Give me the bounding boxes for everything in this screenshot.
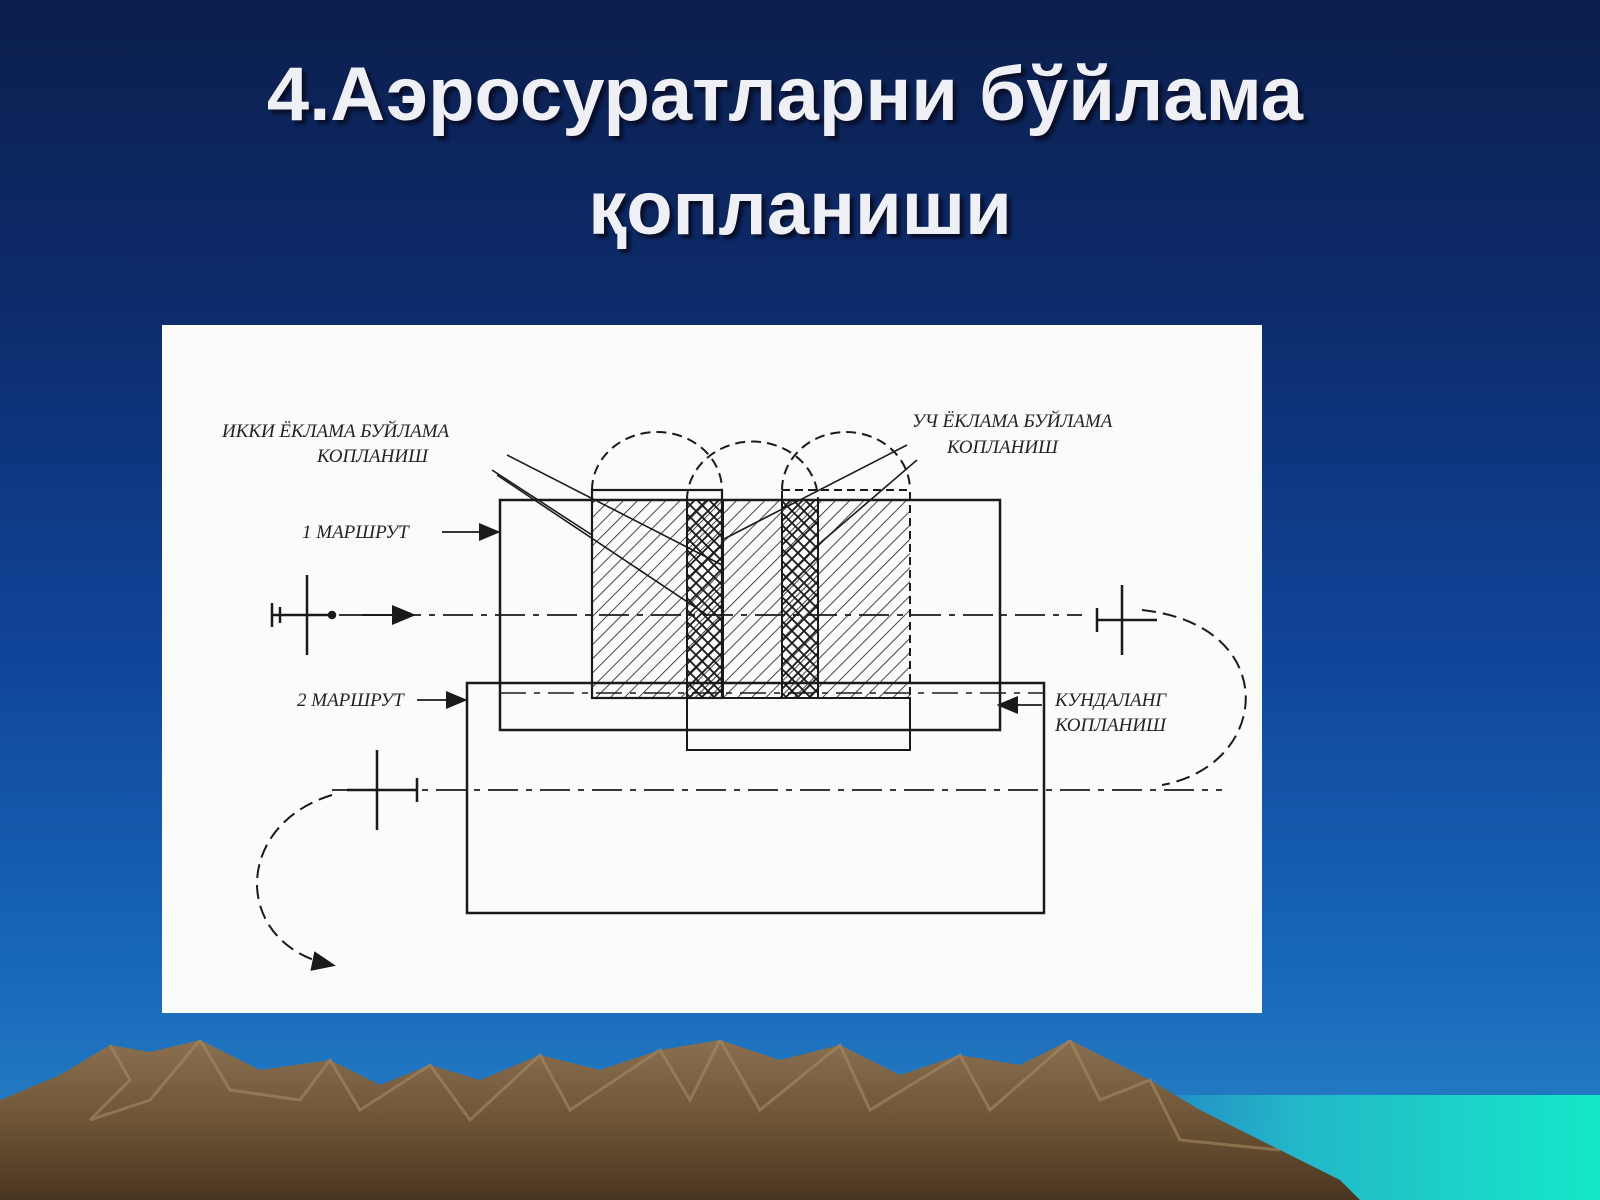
label-route-1: 1 МАРШРУТ	[302, 522, 410, 543]
diagram-panel: ИККИ ЁКЛАМА БУЙЛАМА КОПЛАНИШ УЧ ЁКЛАМА Б…	[162, 325, 1262, 1013]
label-cross-2: КОПЛАНИШ	[1054, 715, 1167, 736]
airplane-icon	[1095, 585, 1157, 655]
dome-arc-1	[591, 431, 723, 491]
triple-overlap-strip-2	[781, 499, 819, 699]
airplane-icon	[270, 575, 337, 655]
turn-curve-right	[1141, 609, 1247, 786]
label-three-frame-2: КОПЛАНИШ	[946, 437, 1059, 458]
label-cross-1: КУНДАЛАНГ	[1054, 690, 1167, 711]
overlap-hatch-area	[592, 500, 910, 698]
triple-overlap-strip-1	[686, 499, 724, 699]
label-three-frame-1: УЧ ЁКЛАМА БУЙЛАМА	[912, 409, 1113, 432]
route-2-frame	[465, 681, 1046, 915]
photo-frame-1	[590, 488, 724, 700]
title-line-2: қопланиши	[588, 166, 1012, 251]
mountain-range	[0, 1040, 1360, 1200]
photo-frame-lower	[686, 697, 911, 751]
turn-curve-left	[256, 794, 336, 971]
title-line-1: 4.Аэросуратларни бўйлама	[266, 52, 1304, 137]
leader-lines	[491, 444, 918, 616]
dome-arc-3	[781, 431, 911, 491]
overlap-diagram: ИККИ ЁКЛАМА БУЙЛАМА КОПЛАНИШ УЧ ЁКЛАМА Б…	[221, 409, 1247, 971]
dome-arc-2	[686, 440, 819, 501]
label-two-frame-2: КОПЛАНИШ	[316, 446, 429, 467]
label-two-frame-1: ИККИ ЁКЛАМА БУЙЛАМА	[221, 419, 450, 442]
label-route-2: 2 МАРШРУТ	[297, 690, 405, 711]
airplane-icon	[347, 750, 419, 830]
slide-title: 4.Аэросуратларни бўйлама қопланиши	[0, 38, 1600, 266]
